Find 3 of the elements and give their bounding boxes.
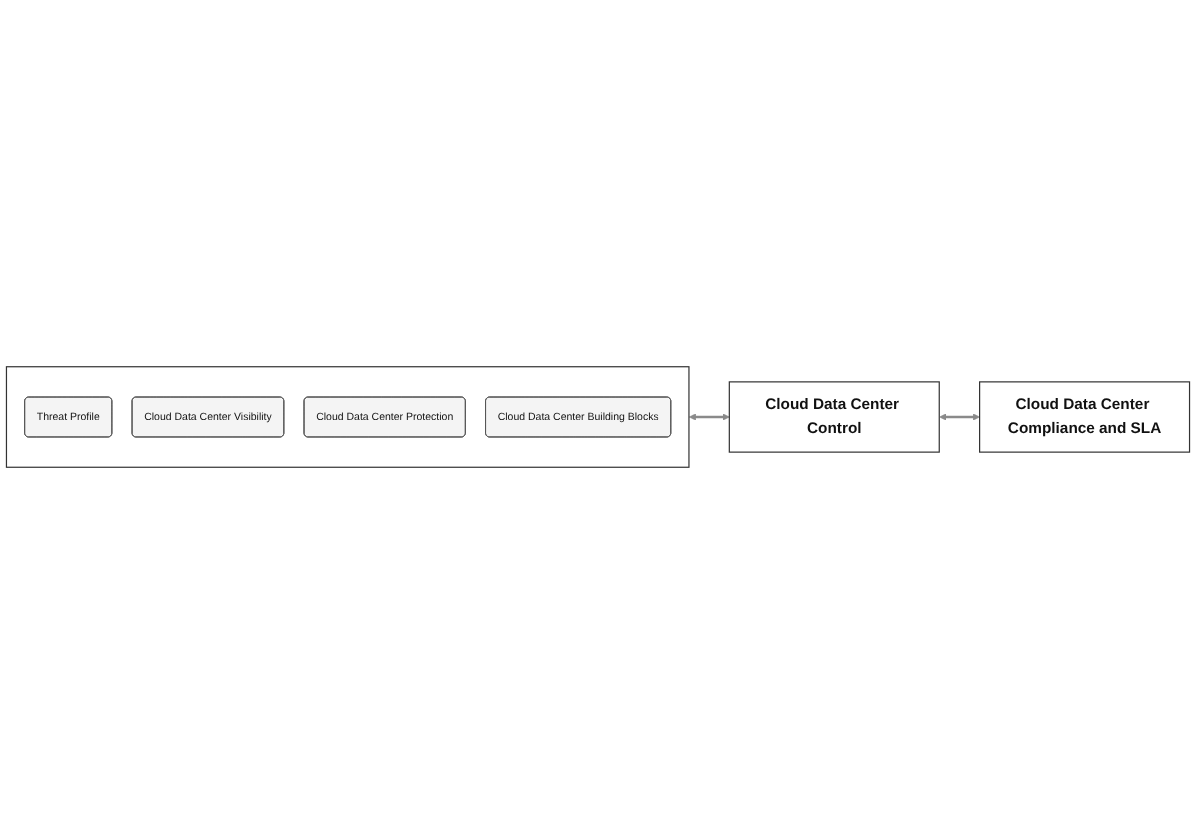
arrow [939, 413, 980, 421]
cluster [5, 366, 690, 468]
arrow [688, 413, 730, 421]
